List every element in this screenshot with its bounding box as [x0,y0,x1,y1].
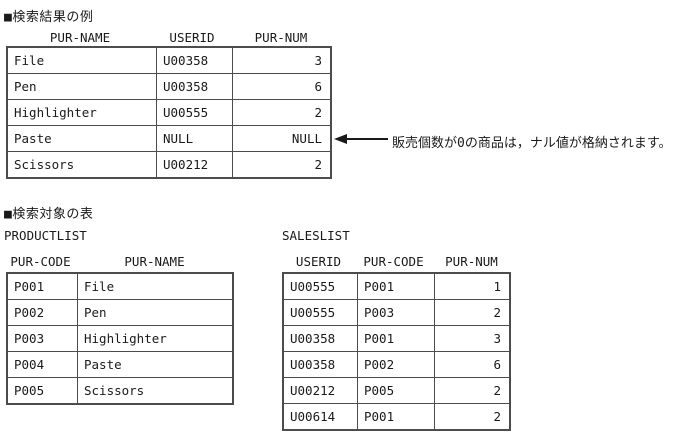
table-row: P002 Pen [8,299,232,325]
cell: NULL [232,126,330,151]
table-row: U00555 P001 1 [284,274,509,299]
left-arrow-icon [334,134,347,144]
cell: 3 [232,48,330,73]
table-row: U00555 P003 2 [284,299,509,325]
cell: U00555 [156,100,232,125]
column-header-userid: USERID [295,254,342,269]
productlist-table-name: PRODUCTLIST [4,228,87,243]
column-header-userid: USERID [169,30,215,45]
cell: P001 [357,404,434,429]
cell: U00555 [290,279,336,294]
arrow-line [345,138,388,140]
table-row: File U00358 3 [8,48,330,73]
cell: P003 [357,300,434,325]
cell: 2 [434,300,509,325]
target-section-title: ■検索対象の表 [4,207,94,222]
cell: P005 [357,378,434,403]
null-value-annotation: 販売個数が0の商品は，ナル値が格納されます。 [392,136,672,151]
cell: Scissors [77,378,232,403]
cell: Paste [14,131,52,146]
table-row: P003 Highlighter [8,325,232,351]
column-header-pur-code: PUR-CODE [10,254,71,269]
table-row: U00358 P002 6 [284,351,509,377]
result-table: File U00358 3 Pen U00358 6 Highlighter U… [6,46,332,179]
table-row: P001 File [8,274,232,299]
cell: 3 [434,326,509,351]
cell: 2 [232,152,330,177]
column-header-pur-num: PUR-NUM [445,254,498,269]
cell: U00614 [290,409,336,424]
table-row: P005 Scissors [8,377,232,403]
cell: 6 [434,352,509,377]
cell: Highlighter [77,326,232,351]
cell: P001 [14,279,45,294]
table-row-null-values: Paste NULL NULL [8,125,330,151]
cell: U00358 [290,357,336,372]
column-header-pur-name: PUR-NAME [124,254,185,269]
cell: U00358 [156,74,232,99]
cell: NULL [156,126,232,151]
cell: 6 [232,74,330,99]
column-header-pur-num: PUR-NUM [254,30,308,45]
cell: U00358 [290,331,336,346]
productlist-table: P001 File P002 Pen P003 Highlighter P004… [6,272,234,405]
cell: File [14,53,45,68]
saleslist-header: USERID PUR-CODE PUR-NUM [282,254,511,269]
cell: P004 [14,357,45,372]
saleslist-table-name: SALESLIST [282,228,350,243]
cell: U00212 [290,383,336,398]
table-row: Scissors U00212 2 [8,151,330,177]
cell: P001 [357,274,434,299]
cell: U00555 [290,305,336,320]
table-row: P004 Paste [8,351,232,377]
table-row: U00212 P005 2 [284,377,509,403]
productlist-header: PUR-CODE PUR-NAME [6,254,234,269]
cell: P003 [14,331,45,346]
cell: P001 [357,326,434,351]
column-header-pur-code: PUR-CODE [363,254,424,269]
cell: P005 [14,383,45,398]
cell: Pen [14,79,37,94]
cell: Paste [77,352,232,377]
table-row: Pen U00358 6 [8,73,330,99]
cell: 2 [232,100,330,125]
result-section-title: ■検索結果の例 [4,10,94,25]
cell: 2 [434,404,509,429]
cell: 1 [434,274,509,299]
cell: U00358 [156,48,232,73]
cell: P002 [14,305,45,320]
cell: Highlighter [14,105,97,120]
cell: 2 [434,378,509,403]
cell: U00212 [156,152,232,177]
table-row: U00614 P001 2 [284,403,509,429]
saleslist-table: U00555 P001 1 U00555 P003 2 U00358 P001 … [282,272,511,431]
cell: P002 [357,352,434,377]
cell: Pen [77,300,232,325]
cell: File [77,274,232,299]
column-header-pur-name: PUR-NAME [49,30,111,45]
cell: Scissors [14,157,75,172]
table-row: Highlighter U00555 2 [8,99,330,125]
result-table-header: PUR-NAME USERID PUR-NUM [6,30,332,45]
table-row: U00358 P001 3 [284,325,509,351]
